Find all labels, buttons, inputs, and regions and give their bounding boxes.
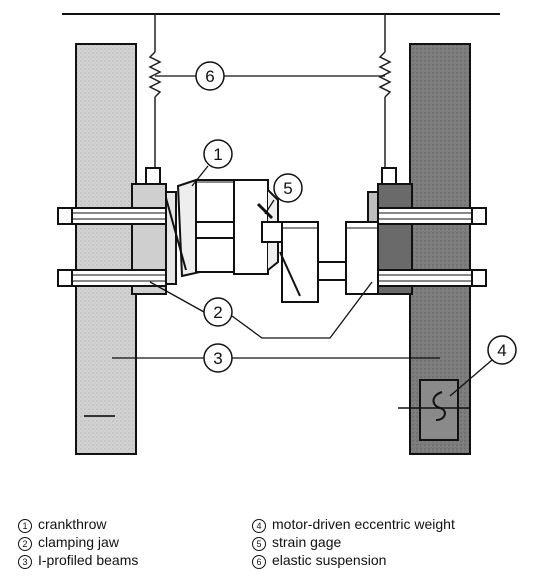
left-beam bbox=[75, 43, 137, 455]
callout-2: 2 bbox=[203, 297, 233, 327]
legend: 1 crankthrow 2 clamping jaw 3 I-profiled be… bbox=[0, 516, 554, 576]
svg-text:1: 1 bbox=[213, 145, 222, 164]
svg-text:4: 4 bbox=[497, 341, 506, 360]
legend-label: elastic suspension bbox=[272, 552, 387, 568]
legend-number: 1 bbox=[18, 519, 32, 533]
legend-item-5: 5 strain gage bbox=[252, 534, 341, 551]
legend-number: 5 bbox=[252, 537, 266, 551]
svg-text:5: 5 bbox=[283, 179, 292, 198]
legend-number: 4 bbox=[252, 519, 266, 533]
svg-text:2: 2 bbox=[213, 303, 222, 322]
legend-item-4: 4 motor-driven eccentric weight bbox=[252, 516, 455, 533]
callout-3: 3 bbox=[203, 343, 233, 373]
legend-label: clamping jaw bbox=[38, 534, 119, 550]
legend-label: motor-driven eccentric weight bbox=[272, 516, 455, 532]
callout-4: 4 bbox=[487, 335, 517, 365]
callout-6: 6 bbox=[195, 61, 225, 91]
legend-number: 6 bbox=[252, 555, 266, 569]
legend-label: I-profiled beams bbox=[38, 552, 139, 568]
svg-text:3: 3 bbox=[213, 349, 222, 368]
crankshaft bbox=[165, 178, 379, 303]
elastic-suspension-right bbox=[378, 14, 392, 170]
test-rig-diagram: 6 1 5 2 3 4 bbox=[57, 13, 517, 455]
legend-item-6: 6 elastic suspension bbox=[252, 552, 386, 569]
legend-label: strain gage bbox=[272, 534, 342, 550]
svg-text:6: 6 bbox=[205, 67, 214, 86]
legend-number: 3 bbox=[18, 555, 32, 569]
eccentric-weight-unit bbox=[398, 379, 470, 441]
elastic-suspension-left bbox=[148, 14, 162, 170]
callout-1: 1 bbox=[203, 139, 233, 169]
bolts-left bbox=[57, 207, 167, 287]
leader-lines bbox=[112, 75, 493, 397]
legend-number: 2 bbox=[18, 537, 32, 551]
legend-label: crankthrow bbox=[38, 516, 107, 532]
legend-item-3: 3 I-profiled beams bbox=[18, 552, 138, 569]
callout-5: 5 bbox=[273, 173, 303, 203]
legend-item-1: 1 crankthrow bbox=[18, 516, 106, 533]
legend-item-2: 2 clamping jaw bbox=[18, 534, 119, 551]
